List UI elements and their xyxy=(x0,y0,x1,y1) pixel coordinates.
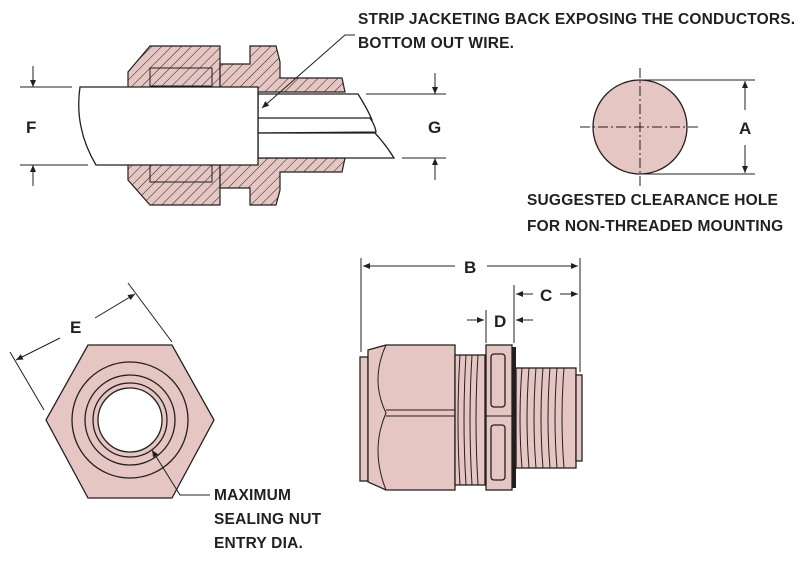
conductor xyxy=(257,117,377,134)
dim-a-label: A xyxy=(739,119,751,138)
strip-note-line2: BOTTOM OUT WIRE. xyxy=(358,35,514,52)
conductor xyxy=(257,93,373,121)
sealing-note-line2: SEALING NUT xyxy=(214,511,322,528)
dim-e-label: E xyxy=(70,318,81,337)
clearance-note-line2: FOR NON-THREADED MOUNTING xyxy=(527,218,783,235)
grommet-bottom xyxy=(149,163,213,183)
nut-threads xyxy=(457,354,479,486)
cable-jacket xyxy=(78,86,259,166)
conductor xyxy=(257,132,396,159)
cross-section-view: F G xyxy=(20,34,446,206)
dim-g-label: G xyxy=(428,118,441,137)
dim-b-label: B xyxy=(464,258,476,277)
dim-d-label: D xyxy=(494,312,506,331)
dim-f-label: F xyxy=(26,118,36,137)
hex-end-view: E xyxy=(9,282,215,499)
clearance-note-line1: SUGGESTED CLEARANCE HOLE xyxy=(527,192,778,209)
sealing-note-line1: MAXIMUM xyxy=(214,487,291,504)
side-view: B C D xyxy=(359,258,583,491)
strip-note-line1: STRIP JACKETING BACK EXPOSING THE CONDUC… xyxy=(358,11,795,28)
clearance-hole-view: A xyxy=(580,68,755,186)
sealing-note-line3: ENTRY DIA. xyxy=(214,535,303,552)
dim-c-label: C xyxy=(540,286,552,305)
grommet-top xyxy=(149,67,213,87)
